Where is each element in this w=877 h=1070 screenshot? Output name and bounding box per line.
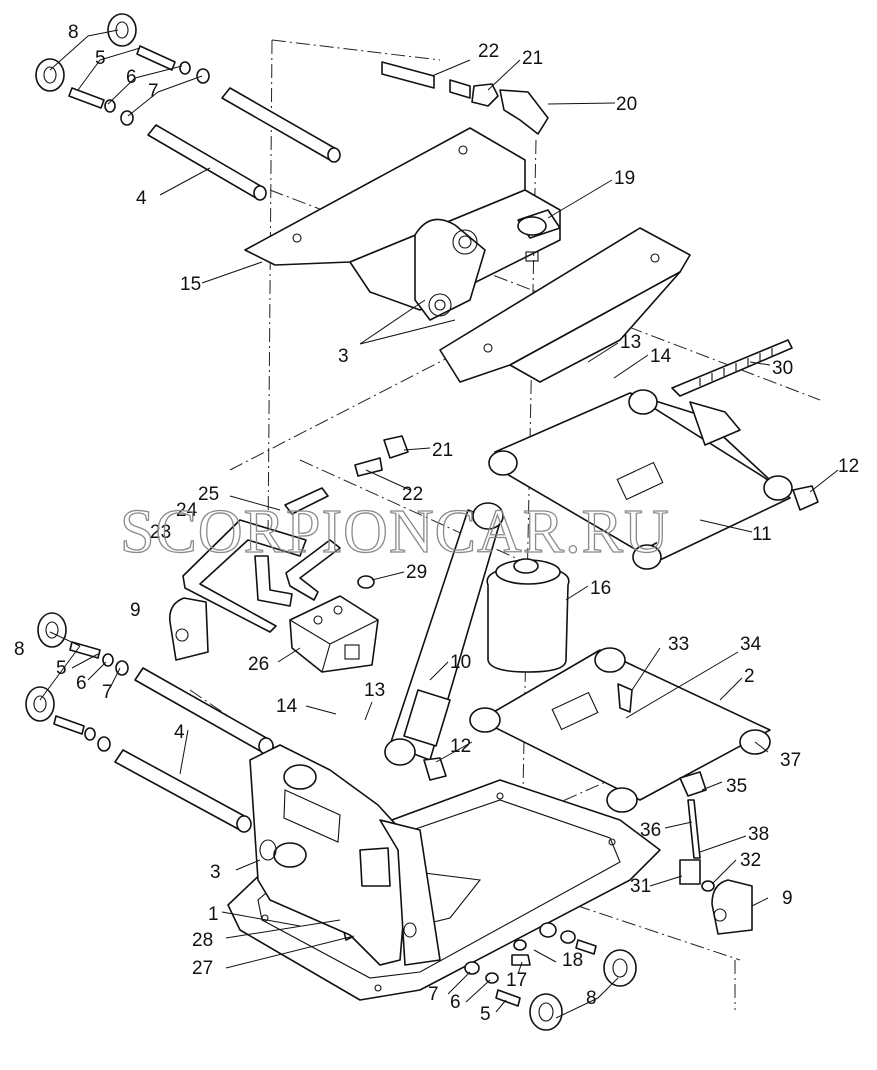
label-25: 25 (198, 484, 219, 505)
label-15: 15 (180, 274, 201, 295)
lower-left-fasteners (25, 612, 274, 833)
label-34: 34 (740, 634, 762, 655)
upper-scissor-arm (488, 339, 819, 570)
label-19: 19 (614, 168, 635, 189)
label-13: 13 (620, 332, 641, 353)
label-29: 29 (406, 562, 427, 583)
label-36: 36 (640, 820, 661, 841)
label-7: 7 (148, 81, 159, 102)
label-8: 8 (68, 22, 79, 43)
label-22: 22 (478, 41, 499, 62)
valve-pipes (182, 435, 409, 633)
label-5: 5 (95, 48, 106, 69)
label-3b: 3 (210, 862, 221, 883)
watermark-text: SCORPIONCAR.RU (120, 498, 670, 566)
upper-frame (244, 127, 691, 383)
label-33: 33 (668, 634, 689, 655)
label-21: 21 (522, 48, 543, 69)
label-37: 37 (780, 750, 801, 771)
label-27: 27 (192, 958, 213, 979)
label-9b: 9 (782, 888, 793, 909)
label-8b: 8 (14, 639, 25, 660)
label-12b: 12 (450, 736, 471, 757)
label-16: 16 (590, 578, 611, 599)
shock-absorber (384, 502, 504, 781)
label-18: 18 (562, 950, 583, 971)
upper-left-fasteners (35, 13, 341, 201)
callout-labels: 8 5 6 7 4 22 21 20 19 15 3 13 14 30 12 1… (14, 22, 859, 1025)
label-30: 30 (772, 358, 793, 379)
leader-lines (39, 29, 839, 1019)
label-38: 38 (748, 824, 769, 845)
valve-block (289, 595, 379, 673)
label-8c: 8 (586, 988, 597, 1009)
lower-right-fasteners (464, 922, 637, 1031)
label-2: 2 (744, 666, 755, 687)
label-9: 9 (130, 600, 141, 621)
label-28: 28 (192, 930, 213, 951)
label-20: 20 (616, 94, 637, 115)
label-22: 22 (402, 484, 423, 505)
label-5c: 5 (480, 1004, 491, 1025)
label-35: 35 (726, 776, 747, 797)
label-17: 17 (506, 970, 527, 991)
label-5b: 5 (56, 658, 67, 679)
label-31: 31 (630, 876, 651, 897)
label-10: 10 (450, 652, 471, 673)
lower-bracket (249, 744, 441, 966)
label-7b: 7 (102, 682, 113, 703)
label-32: 32 (740, 850, 761, 871)
label-3: 3 (338, 346, 349, 367)
label-6c: 6 (450, 992, 461, 1013)
label-14b: 14 (276, 696, 298, 717)
air-spring (486, 558, 570, 673)
label-6: 6 (126, 67, 137, 88)
label-4b: 4 (174, 722, 185, 743)
label-1: 1 (208, 904, 219, 925)
label-4: 4 (136, 188, 147, 209)
bumpers (168, 597, 753, 935)
label-14: 14 (650, 346, 672, 367)
label-12: 12 (838, 456, 859, 477)
upper-hydraulic-fittings (381, 61, 549, 135)
label-24: 24 (176, 500, 198, 521)
label-23: 23 (150, 522, 171, 543)
label-13b: 13 (364, 680, 385, 701)
label-21: 21 (432, 440, 453, 461)
label-26: 26 (248, 654, 269, 675)
label-11: 11 (752, 524, 772, 545)
label-6b: 6 (76, 673, 87, 694)
label-7c: 7 (428, 984, 439, 1005)
